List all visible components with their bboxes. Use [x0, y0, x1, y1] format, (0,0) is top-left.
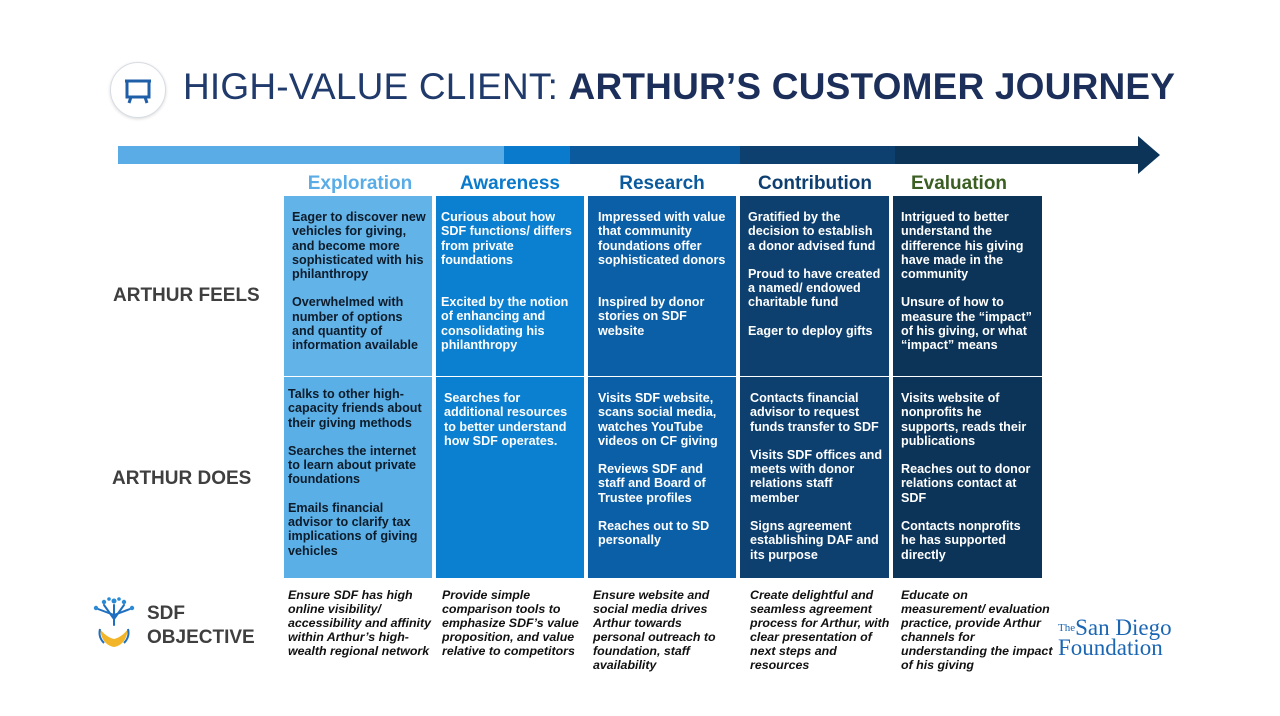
arrow-segment-exploration: [118, 146, 504, 164]
does-item: Searches the internet to learn about pri…: [288, 443, 417, 487]
objective-contribution: Create delightful and seamless agreement…: [750, 588, 890, 673]
does-item: Visits website of nonprofits he supports…: [901, 391, 1027, 448]
presentation-board-icon: [110, 62, 166, 118]
arrow-head: [1138, 136, 1160, 174]
feels-item: Intrigued to better understand the diffe…: [901, 210, 1024, 282]
arrow-segment-research: [570, 146, 740, 164]
row-label-objective: SDF OBJECTIVE: [147, 602, 255, 650]
feels-item: Inspired by donor stories on SDF website: [598, 295, 705, 338]
does-item: Reaches out to donor relations contact a…: [901, 462, 1031, 505]
feels-cell-awareness: Curious about how SDF functions/ differs…: [436, 196, 584, 376]
objective-awareness: Provide simple comparison tools to empha…: [442, 588, 579, 659]
san-diego-foundation-logo: TheSan Diego Foundation: [1058, 615, 1172, 660]
page-title: HIGH-VALUE CLIENT: ARTHUR’S CUSTOMER JOU…: [183, 64, 1175, 110]
sdf-tree-logo-icon: [92, 595, 136, 656]
stage-column-research: Impressed with value that community foun…: [588, 196, 736, 578]
logo-line1: San Diego: [1075, 615, 1172, 640]
stage-column-awareness: Curious about how SDF functions/ differs…: [436, 196, 584, 578]
does-item: Visits SDF website, scans social media, …: [598, 391, 718, 448]
arrow-segment-awareness: [504, 146, 570, 164]
does-cell-awareness: Searches for additional resources to bet…: [436, 377, 584, 578]
does-item: Searches for additional resources to bet…: [444, 391, 568, 448]
does-cell-exploration: Talks to other high-capacity friends abo…: [284, 377, 432, 578]
does-item: Signs agreement establishing DAF and its…: [750, 519, 879, 562]
does-item: Emails financial advisor to clarify tax …: [288, 500, 418, 558]
row-label-does: ARTHUR DOES: [112, 468, 252, 489]
feels-item: Curious about how SDF functions/ differs…: [441, 210, 572, 267]
feels-item: Impressed with value that community foun…: [598, 210, 726, 267]
stage-label-research: Research: [619, 173, 705, 194]
does-item: Visits SDF offices and meets with donor …: [750, 447, 883, 505]
stage-label-evaluation: Evaluation: [910, 173, 1008, 194]
stage-label-contribution: Contribution: [758, 173, 872, 194]
row-label-feels: ARTHUR FEELS: [113, 285, 260, 306]
does-item: Reviews SDF and staff and Board of Trust…: [598, 462, 706, 505]
feels-item: Overwhelmed with number of options and q…: [292, 295, 418, 353]
feels-item: Excited by the notion of enhancing and c…: [441, 295, 569, 353]
logo-line2: Foundation: [1058, 635, 1163, 660]
stage-label-exploration: Exploration: [307, 173, 413, 194]
feels-item: Eager to discover new vehicles for givin…: [292, 210, 426, 282]
does-cell-evaluation: Visits website of nonprofits he supports…: [893, 377, 1042, 578]
feels-cell-evaluation: Intrigued to better understand the diffe…: [893, 196, 1042, 376]
feels-item: Proud to have created a named/ endowed c…: [748, 266, 881, 310]
feels-item: Gratified by the decision to establish a…: [748, 210, 876, 253]
feels-item: Unsure of how to measure the “impact” of…: [901, 295, 1032, 353]
stage-column-contribution: Gratified by the decision to establish a…: [740, 196, 889, 578]
does-item: Reaches out to SD personally: [598, 519, 710, 548]
feels-cell-exploration: Eager to discover new vehicles for givin…: [284, 196, 432, 376]
logo-the: The: [1058, 622, 1076, 634]
arrow-segment-evaluation: [895, 146, 1140, 164]
does-item: Contacts financial advisor to request fu…: [750, 391, 879, 434]
feels-cell-research: Impressed with value that community foun…: [588, 196, 736, 376]
stage-column-exploration: Eager to discover new vehicles for givin…: [284, 196, 432, 578]
does-item: Contacts nonprofits he has supported dir…: [901, 519, 1021, 562]
stage-label-awareness: Awareness: [460, 173, 560, 194]
does-cell-contribution: Contacts financial advisor to request fu…: [740, 377, 889, 578]
objective-label-line2: OBJECTIVE: [147, 627, 255, 648]
arrow-segment-contribution: [740, 146, 895, 164]
stage-column-evaluation: Intrigued to better understand the diffe…: [893, 196, 1042, 578]
objective-evaluation: Educate on measurement/ evaluation pract…: [901, 588, 1053, 673]
feels-cell-contribution: Gratified by the decision to establish a…: [740, 196, 889, 376]
objective-exploration: Ensure SDF has high online visibility/ a…: [288, 588, 432, 659]
does-cell-research: Visits SDF website, scans social media, …: [588, 377, 736, 578]
feels-item: Eager to deploy gifts: [748, 323, 873, 338]
objective-label-line1: SDF: [147, 603, 185, 624]
title-emphasis: ARTHUR’S CUSTOMER JOURNEY: [568, 66, 1176, 107]
title-prefix: HIGH-VALUE CLIENT:: [183, 66, 569, 107]
objective-research: Ensure website and social media drives A…: [593, 588, 716, 673]
does-item: Talks to other high-capacity friends abo…: [288, 387, 422, 430]
